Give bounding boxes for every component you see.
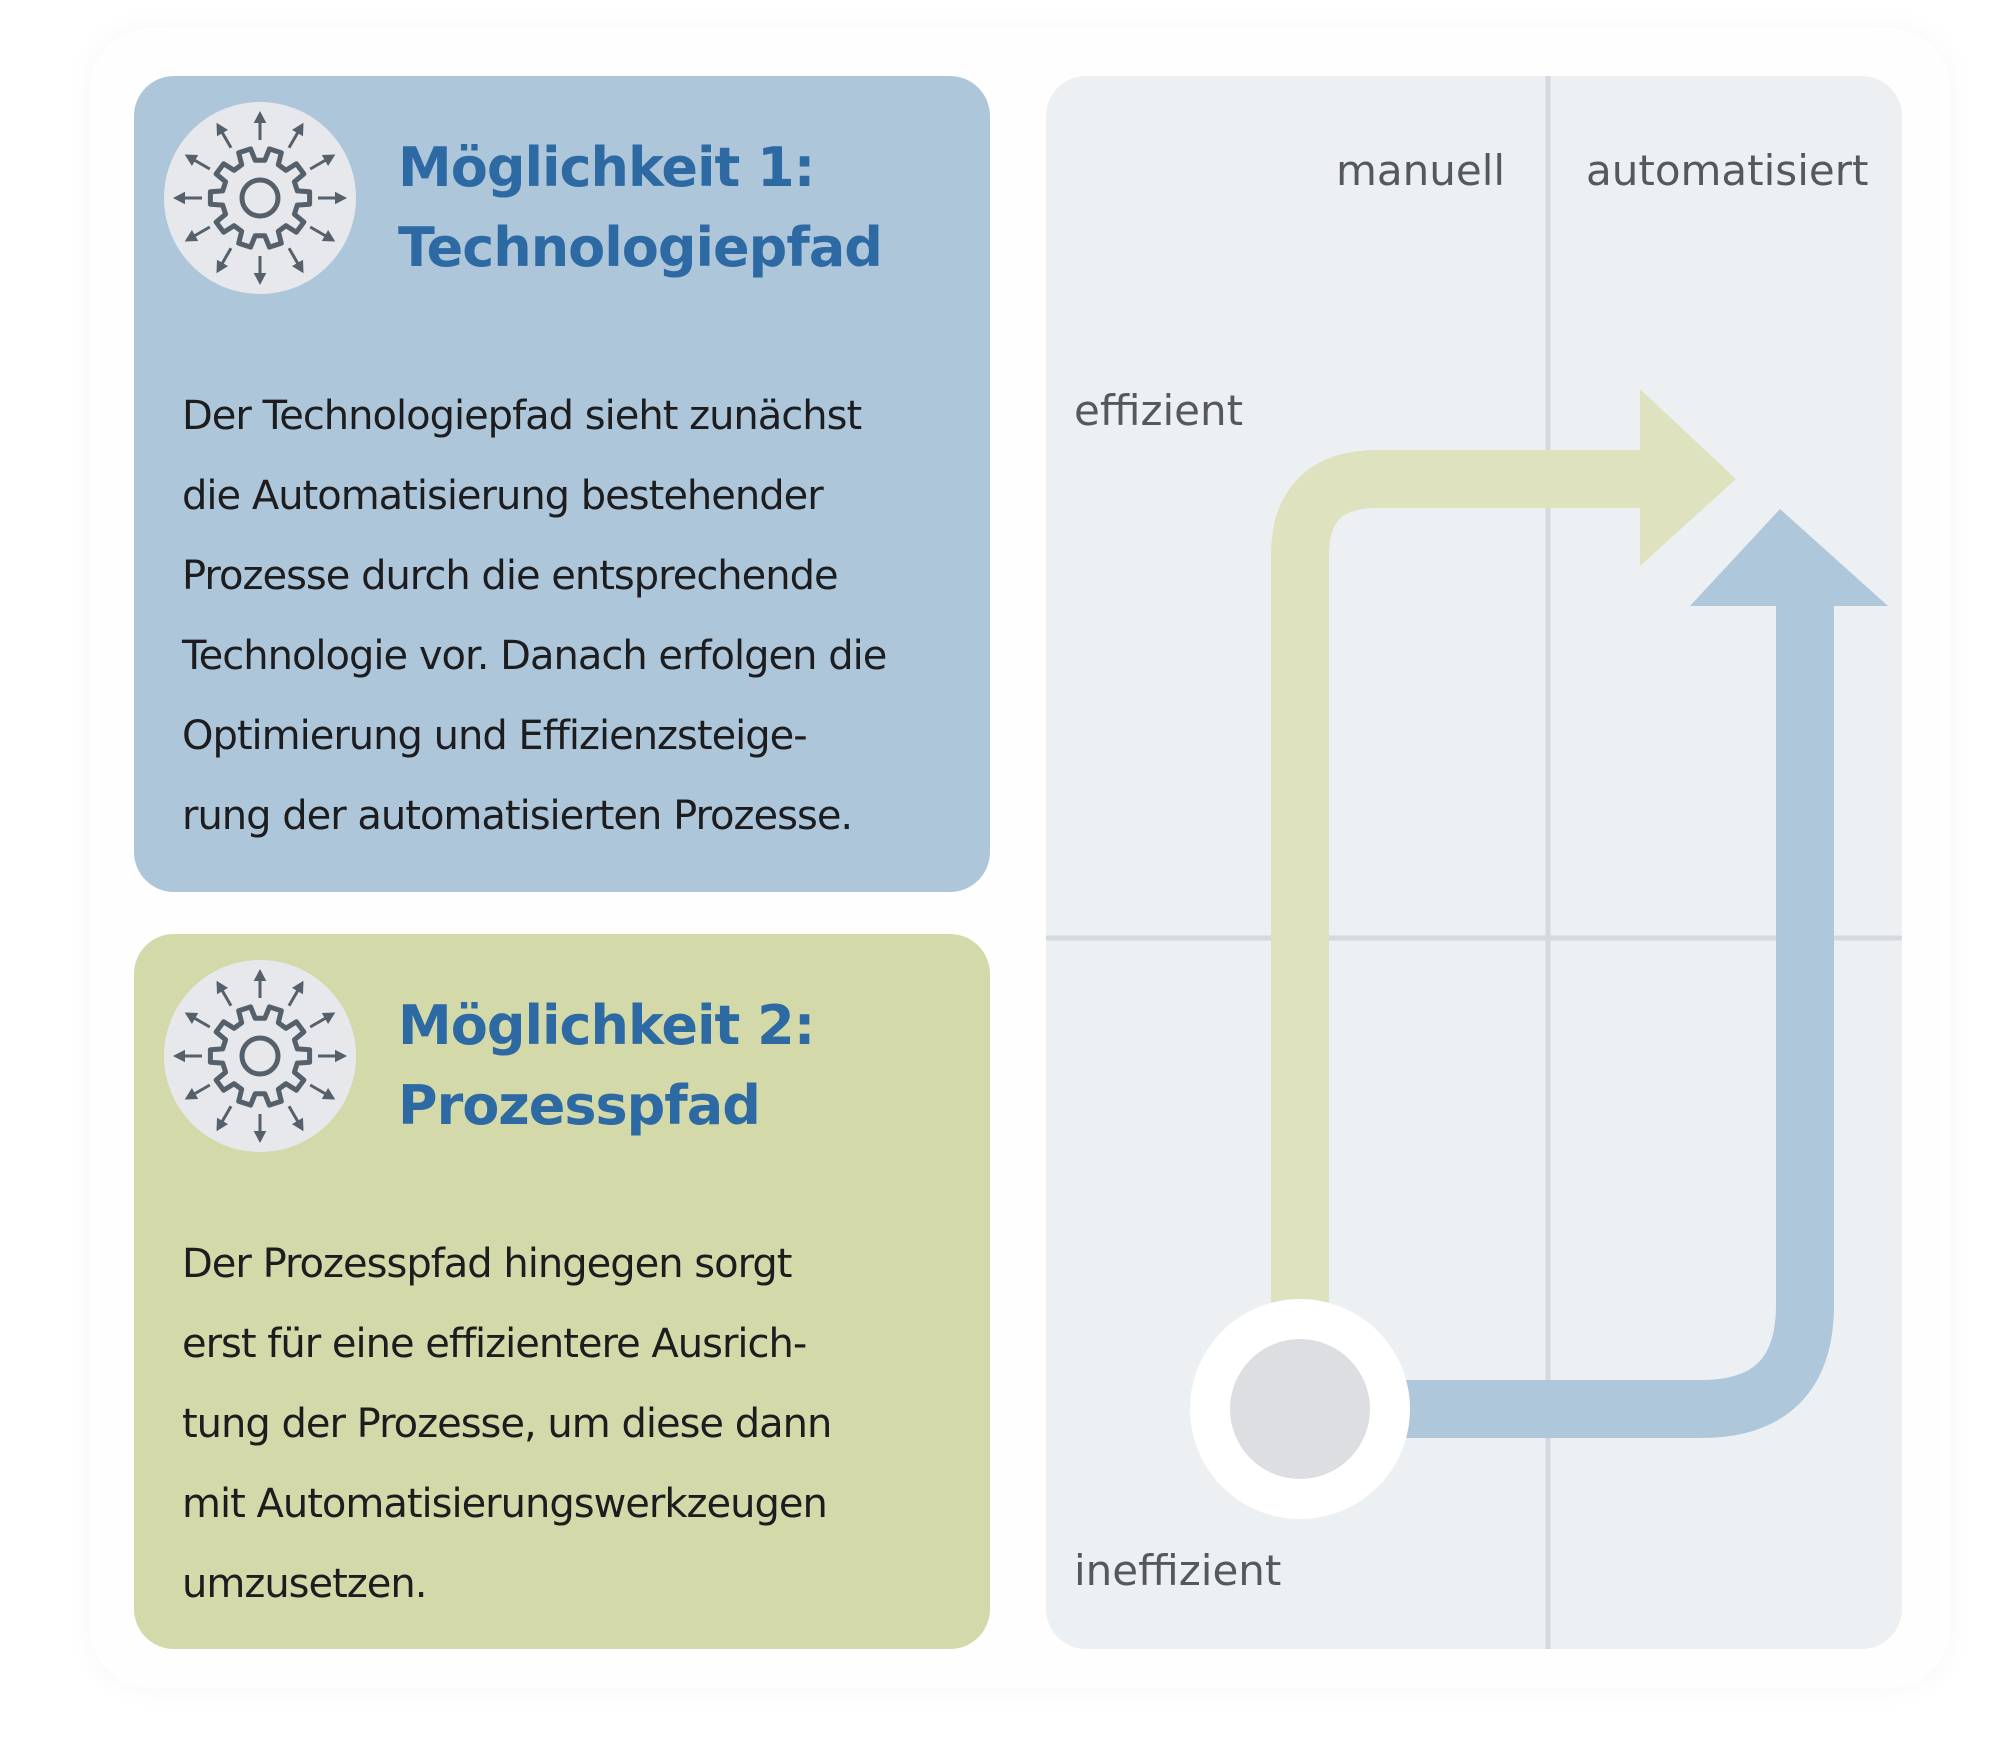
gear-ray-arrowhead — [321, 154, 336, 166]
gear-ray-arrowhead — [292, 259, 304, 274]
gear-outline — [207, 1004, 313, 1108]
option-2-card: Möglichkeit 2: Prozesspfad Der Prozesspf… — [134, 934, 990, 1649]
option-1-text-line: Prozesse durch die entsprechende — [182, 553, 839, 599]
gear-ray-arrowhead — [184, 1088, 199, 1100]
gear-ray-arrowhead — [216, 1117, 228, 1132]
gear-icon — [164, 102, 356, 294]
gear-ray-arrowhead — [216, 259, 228, 274]
gear-hub — [239, 1035, 281, 1077]
gear-ray-arrowhead — [184, 230, 199, 242]
start-point-dot — [1230, 1339, 1370, 1479]
gear-ray-arrowhead — [253, 273, 267, 285]
path-diagram-svg — [1046, 76, 1902, 1649]
gear-ray-arrowhead — [184, 1012, 199, 1024]
column-label-automated: automatisiert — [1586, 146, 1869, 195]
gear-ray-arrowhead — [184, 154, 199, 166]
gear-ray-arrowhead — [253, 969, 267, 981]
gear-ray-arrowhead — [173, 191, 185, 205]
option-1-card: Möglichkeit 1: Technologiepfad Der Techn… — [134, 76, 990, 892]
gear-ray-arrowhead — [253, 111, 267, 123]
option-2-title-line-2: Prozesspfad — [398, 1074, 761, 1137]
option-2-text-line: tung der Prozesse, um diese dann — [182, 1401, 832, 1447]
column-label-manual: manuell — [1336, 146, 1506, 195]
process-path-arrow-shaft — [1271, 450, 1642, 1416]
option-1-text-line: rung der automatisierten Prozesse. — [182, 793, 853, 839]
option-1-text-line: Optimierung und Effizienzsteige- — [182, 713, 808, 759]
option-2-title: Möglichkeit 2: Prozesspfad — [398, 986, 815, 1146]
gear-ray-arrowhead — [321, 1088, 336, 1100]
gear-ray-arrowhead — [335, 1049, 347, 1063]
option-1-description: Der Technologiepfad sieht zunächst die A… — [182, 376, 982, 856]
path-diagram: manuell automatisiert effizient ineffizi… — [1046, 76, 1902, 1649]
option-2-text-line: umzusetzen. — [182, 1561, 427, 1607]
gear-ray-arrowhead — [216, 122, 228, 137]
row-label-inefficient: ineffizient — [1074, 1546, 1282, 1595]
option-2-text-line: Der Prozesspfad hingegen sorgt — [182, 1241, 792, 1287]
technology-path-arrow-shaft — [1300, 596, 1834, 1438]
option-2-text-line: erst für eine effizientere Ausrich- — [182, 1321, 807, 1367]
option-2-text-line: mit Automatisierungswerkzeugen — [182, 1481, 828, 1527]
technology-path-arrowhead — [1690, 509, 1888, 606]
option-2-title-line-1: Möglichkeit 2: — [398, 994, 815, 1057]
option-1-title-line-2: Technologiepfad — [398, 216, 883, 279]
option-1-text-line: Der Technologiepfad sieht zunächst — [182, 393, 862, 439]
gear-ray-arrowhead — [216, 980, 228, 995]
gear-ray-arrowhead — [173, 1049, 185, 1063]
gear-ray-arrowhead — [335, 191, 347, 205]
gear-ray-arrowhead — [292, 980, 304, 995]
gear-ray-arrowhead — [292, 122, 304, 137]
option-1-title: Möglichkeit 1: Technologiepfad — [398, 128, 883, 288]
option-1-title-line-1: Möglichkeit 1: — [398, 136, 815, 199]
process-path-arrowhead — [1640, 389, 1736, 566]
gear-ray-arrowhead — [321, 1012, 336, 1024]
gear-ray-arrowhead — [292, 1117, 304, 1132]
option-1-text-line: die Automatisierung bestehender — [182, 473, 824, 519]
gear-ray-arrowhead — [253, 1131, 267, 1143]
gear-ray-arrowhead — [321, 230, 336, 242]
option-1-text-line: Technologie vor. Danach erfolgen die — [182, 633, 887, 679]
gear-icon — [164, 960, 356, 1152]
gear-hub — [239, 177, 281, 219]
gear-outline — [207, 146, 313, 250]
row-label-efficient: effizient — [1074, 386, 1244, 435]
option-2-description: Der Prozesspfad hingegen sorgt erst für … — [182, 1224, 982, 1624]
